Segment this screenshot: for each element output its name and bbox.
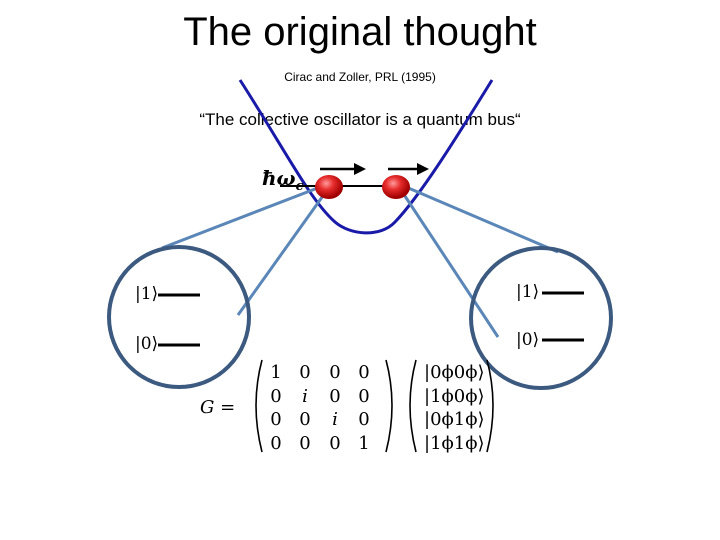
arrow-right-ion bbox=[388, 163, 429, 175]
right-ket-zero: |0⟩ bbox=[516, 330, 540, 350]
matrix-cell: 0 bbox=[299, 362, 310, 383]
connector-left-outer bbox=[161, 182, 329, 250]
matrix-cell: i bbox=[332, 409, 338, 430]
ion-left bbox=[315, 175, 343, 199]
left-ket-zero: |0⟩ bbox=[135, 334, 159, 354]
matrix-right-paren bbox=[385, 359, 393, 453]
connector-lines bbox=[161, 182, 559, 338]
matrix-cell: 0 bbox=[329, 386, 340, 407]
right-ket-one: |1⟩ bbox=[516, 282, 540, 302]
left-ket-one: |1⟩ bbox=[135, 284, 159, 304]
matrix-cell: 1 bbox=[270, 362, 281, 383]
trap-frequency-label: ħωc bbox=[262, 166, 304, 194]
matrix-brackets bbox=[255, 359, 494, 453]
qubit-circle-right bbox=[469, 246, 613, 390]
matrix-cell: 0 bbox=[358, 386, 369, 407]
matrix-cell: 1 bbox=[358, 433, 369, 454]
basis-ket: |1ϕ1ϕ⟩ bbox=[424, 433, 485, 454]
arrow-left-ion bbox=[320, 163, 366, 175]
connector-right-inner bbox=[395, 183, 500, 338]
citation: Cirac and Zoller, PRL (1995) bbox=[284, 70, 436, 84]
matrix-cell: 0 bbox=[270, 433, 281, 454]
trap-frequency-symbol: ħω bbox=[262, 166, 296, 190]
basis-column: |0ϕ0ϕ⟩ |1ϕ0ϕ⟩ |0ϕ1ϕ⟩ |1ϕ1ϕ⟩ bbox=[424, 362, 485, 454]
connector-left-inner bbox=[236, 185, 332, 316]
qubit-circle-left bbox=[107, 245, 251, 389]
matrix-cell: 0 bbox=[329, 433, 340, 454]
basis-ket: |0ϕ0ϕ⟩ bbox=[424, 362, 485, 383]
matrix-cell: 0 bbox=[299, 433, 310, 454]
trap-potential-curve bbox=[238, 79, 494, 235]
basis-right-paren bbox=[486, 359, 494, 453]
page-title: The original thought bbox=[183, 10, 537, 54]
ion-right bbox=[382, 175, 410, 199]
basis-left-paren bbox=[409, 359, 417, 453]
matrix-cell: 0 bbox=[358, 362, 369, 383]
gate-matrix: 1 0 0 0 0 i 0 0 0 0 i 0 0 0 0 1 bbox=[270, 362, 369, 454]
gate-label: G = bbox=[200, 397, 235, 418]
matrix-cell: 0 bbox=[270, 386, 281, 407]
matrix-cell: 0 bbox=[299, 409, 310, 430]
matrix-left-paren bbox=[255, 359, 263, 453]
basis-ket: |1ϕ0ϕ⟩ bbox=[424, 386, 485, 407]
quote: “The collective oscillator is a quantum … bbox=[199, 110, 521, 129]
matrix-cell: 0 bbox=[358, 409, 369, 430]
trap-frequency-subscript: c bbox=[295, 179, 304, 194]
matrix-cell: 0 bbox=[270, 409, 281, 430]
connector-right-outer bbox=[398, 182, 559, 254]
matrix-cell: i bbox=[302, 386, 308, 407]
basis-ket: |0ϕ1ϕ⟩ bbox=[424, 409, 485, 430]
matrix-cell: 0 bbox=[329, 362, 340, 383]
